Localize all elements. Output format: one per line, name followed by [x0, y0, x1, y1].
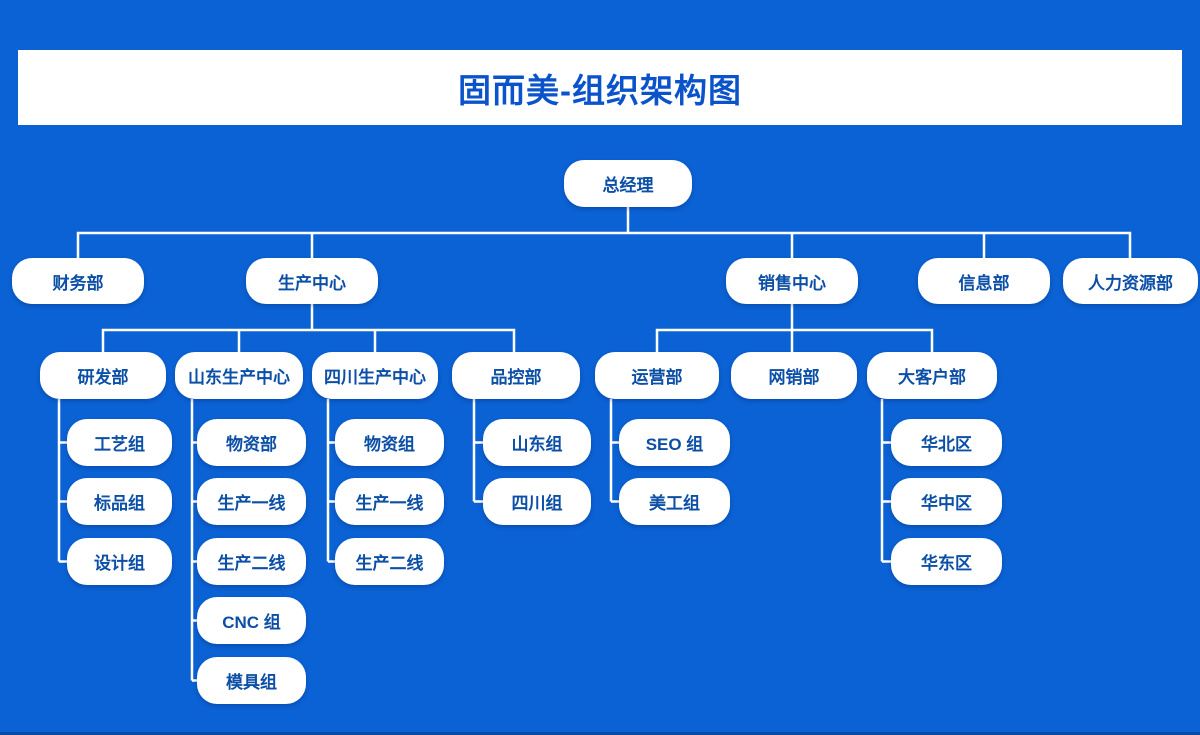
connector-quality-control-stack [472, 399, 483, 503]
node-sales-center-label: 销售中心 [758, 273, 826, 293]
node-design-group[interactable]: 设计组 [67, 538, 172, 585]
node-sd-production-line-2[interactable]: 生产二线 [197, 538, 306, 585]
node-standard-product-group[interactable]: 标品组 [67, 478, 172, 525]
node-standard-product-group-label: 标品组 [94, 494, 145, 513]
node-art-group[interactable]: 美工组 [619, 478, 730, 525]
connector-sichuan-production-stack [326, 399, 335, 563]
node-east-china-region-label: 华东区 [921, 554, 972, 573]
node-online-sales-dept-label: 网销部 [768, 368, 820, 387]
node-key-accounts-dept-label: 大客户部 [898, 368, 966, 387]
node-sc-production-line-1[interactable]: 生产一线 [335, 478, 444, 525]
node-cnc-group[interactable]: CNC 组 [197, 597, 306, 644]
node-sc-production-line-2-label: 生产二线 [355, 554, 424, 573]
node-north-china-region-label: 华北区 [921, 435, 972, 454]
node-craft-group-label: 工艺组 [94, 435, 145, 454]
node-design-group-label: 设计组 [94, 554, 145, 573]
node-finance-dept-label: 财务部 [52, 273, 104, 293]
node-key-accounts-dept[interactable]: 大客户部 [867, 352, 997, 399]
node-cnc-group-label: CNC 组 [222, 613, 281, 632]
node-general-manager-label: 总经理 [602, 176, 654, 195]
node-sc-production-line-2[interactable]: 生产二线 [335, 538, 444, 585]
connector-rd-stack [57, 399, 67, 563]
node-sd-production-line-1-label: 生产一线 [217, 494, 286, 513]
node-materials-dept-label: 物资部 [226, 435, 277, 454]
node-sc-production-line-1-label: 生产一线 [355, 494, 424, 513]
node-operations-dept-label: 运营部 [631, 368, 683, 387]
node-rd-dept[interactable]: 研发部 [40, 352, 166, 399]
node-quality-control-dept[interactable]: 品控部 [452, 352, 580, 399]
node-online-sales-dept[interactable]: 网销部 [731, 352, 857, 399]
node-materials-dept[interactable]: 物资部 [197, 419, 306, 466]
node-east-china-region[interactable]: 华东区 [891, 538, 1002, 585]
node-rd-dept-label: 研发部 [77, 368, 129, 387]
node-sichuan-group[interactable]: 四川组 [483, 478, 591, 525]
node-general-manager[interactable]: 总经理 [564, 160, 692, 207]
node-materials-group[interactable]: 物资组 [335, 419, 444, 466]
node-operations-dept[interactable]: 运营部 [595, 352, 719, 399]
node-quality-control-dept-label: 品控部 [490, 368, 542, 387]
node-sd-production-line-1[interactable]: 生产一线 [197, 478, 306, 525]
node-shandong-production-center[interactable]: 山东生产中心 [175, 352, 303, 399]
node-art-group-label: 美工组 [649, 494, 700, 513]
node-production-center-label: 生产中心 [278, 273, 346, 293]
node-central-china-region[interactable]: 华中区 [891, 478, 1002, 525]
node-information-dept[interactable]: 信息部 [918, 258, 1050, 304]
node-information-dept-label: 信息部 [958, 273, 1010, 293]
connector-shandong-production-stack [190, 399, 197, 682]
node-shandong-group-label: 山东组 [511, 435, 563, 454]
node-seo-group[interactable]: SEO 组 [619, 419, 730, 466]
title-bar: 固而美-组织架构图 [18, 50, 1182, 125]
node-production-center[interactable]: 生产中心 [246, 258, 378, 304]
node-hr-dept-label: 人力资源部 [1088, 273, 1173, 293]
node-sichuan-production-center[interactable]: 四川生产中心 [312, 352, 438, 399]
page-title: 固而美-组织架构图 [458, 71, 742, 109]
connector-root-branch [76, 207, 1132, 258]
node-sales-center[interactable]: 销售中心 [726, 258, 858, 304]
node-sd-production-line-2-label: 生产二线 [217, 554, 286, 573]
connector-key-accounts-stack [880, 399, 891, 563]
node-shandong-group[interactable]: 山东组 [483, 419, 591, 466]
node-mold-group-label: 模具组 [226, 673, 277, 692]
node-materials-group-label: 物资组 [364, 435, 415, 454]
connector-production-branch [101, 303, 516, 352]
node-sichuan-group-label: 四川组 [511, 494, 563, 513]
node-shandong-production-center-label: 山东生产中心 [188, 368, 290, 387]
connector-sales-branch [655, 303, 934, 352]
node-north-china-region[interactable]: 华北区 [891, 419, 1002, 466]
node-sichuan-production-center-label: 四川生产中心 [324, 368, 426, 387]
node-mold-group[interactable]: 模具组 [197, 657, 306, 704]
node-craft-group[interactable]: 工艺组 [67, 419, 172, 466]
node-seo-group-label: SEO 组 [645, 435, 704, 454]
node-central-china-region-label: 华中区 [921, 494, 972, 513]
node-finance-dept[interactable]: 财务部 [12, 258, 144, 304]
node-hr-dept[interactable]: 人力资源部 [1063, 258, 1198, 304]
connector-operations-stack [609, 399, 619, 503]
